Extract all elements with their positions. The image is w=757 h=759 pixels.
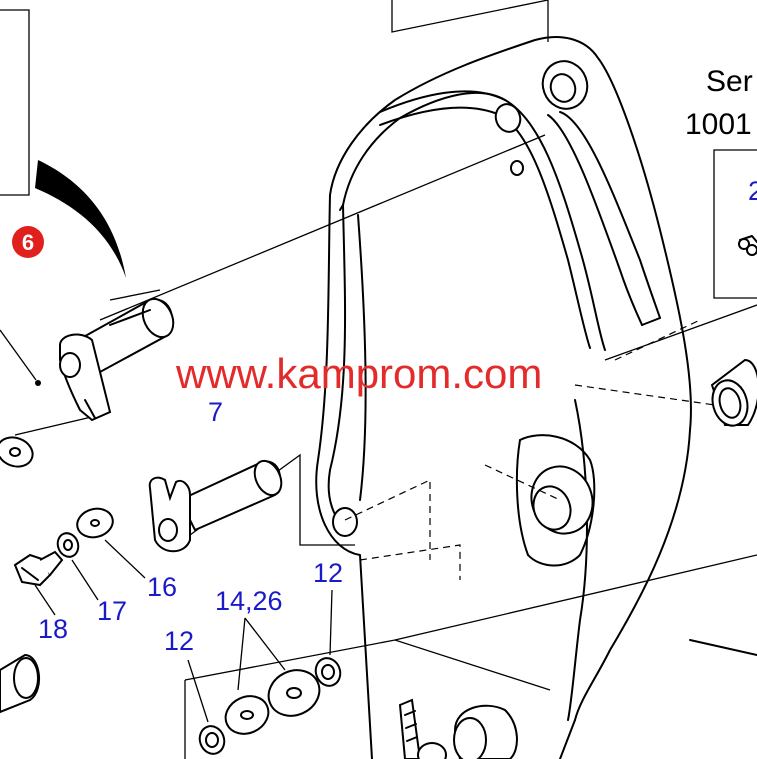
callout-16: 16 <box>147 572 177 602</box>
callout-17: 17 <box>97 596 127 626</box>
watermark-text: www.kamprom.com <box>175 350 542 397</box>
frame-top-center <box>391 0 549 33</box>
boom-lower-boss <box>332 465 594 537</box>
washer-left <box>0 436 34 468</box>
axis-lines <box>14 134 757 759</box>
swing-arc-icon <box>35 160 126 278</box>
serial-label-line1: Ser <box>706 65 753 98</box>
boom-body <box>315 36 757 759</box>
frame-top-left <box>0 9 30 196</box>
washers-part-14-26 <box>224 617 321 735</box>
callout-12-lower: 12 <box>164 626 194 656</box>
pin-part-7 <box>148 459 283 553</box>
boom-top-boss <box>494 60 589 176</box>
pin-bottom-left <box>0 653 41 714</box>
nut-part-12-upper <box>314 589 342 687</box>
inset-bolt-icon <box>738 235 757 256</box>
bushing-bottom <box>398 698 518 759</box>
svg-text:6: 6 <box>22 230 34 255</box>
alignment-lines <box>344 319 716 580</box>
bolt-part-18 <box>13 550 64 616</box>
callout-7: 7 <box>208 397 223 427</box>
washer-part-17 <box>56 532 99 601</box>
callout-14-26: 14,26 <box>215 586 283 616</box>
nut-part-12-lower <box>187 659 226 755</box>
washer-part-16 <box>76 507 146 579</box>
serial-label-line2: 1001 <box>685 108 752 141</box>
callout-6-badge: 6 <box>12 226 44 258</box>
inset-label: 2 <box>748 176 757 206</box>
pin-part-6 <box>0 297 175 422</box>
bushing-right <box>710 358 757 427</box>
inset-frame <box>713 149 757 299</box>
callout-12-upper: 12 <box>313 558 343 588</box>
callout-18: 18 <box>38 614 68 644</box>
